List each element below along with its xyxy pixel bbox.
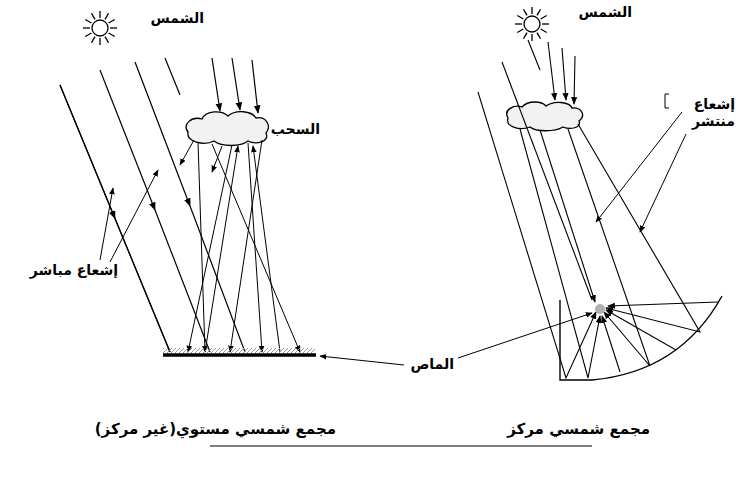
caption-label: مجمع شمسي مستوي(غير مركز) — [93, 420, 338, 438]
cloud-incoming-rays — [212, 58, 258, 113]
sun-symbol — [515, 7, 549, 41]
diffuse-rays — [180, 140, 300, 352]
flat-absorber-plate — [163, 353, 316, 357]
sun-label: الشمس — [577, 4, 634, 21]
direct-radiation-leaders — [100, 170, 158, 262]
absorber-leaders — [320, 313, 592, 365]
direct-rays — [60, 58, 245, 352]
direct-radiation-label: إشعاع مباشر — [28, 262, 120, 279]
sun-symbol — [83, 11, 117, 45]
caption-label: مجمع شمسي مركز — [505, 420, 652, 438]
diffuse-radiation-leaders — [596, 112, 686, 232]
absorber-hatch — [163, 348, 315, 353]
concentrated-rays — [478, 40, 718, 378]
diffuse-radiation-label: إشعاع منتشر — [683, 96, 737, 130]
absorber-label: الماص — [408, 356, 456, 373]
caption-underline — [210, 446, 592, 447]
absorber-tube — [595, 304, 605, 314]
cloud-shape — [507, 102, 583, 131]
cloud-label: السحب — [269, 121, 322, 138]
cloud-shape — [186, 112, 268, 146]
cloud-bracket — [665, 94, 669, 108]
sun-label: الشمس — [149, 10, 206, 27]
